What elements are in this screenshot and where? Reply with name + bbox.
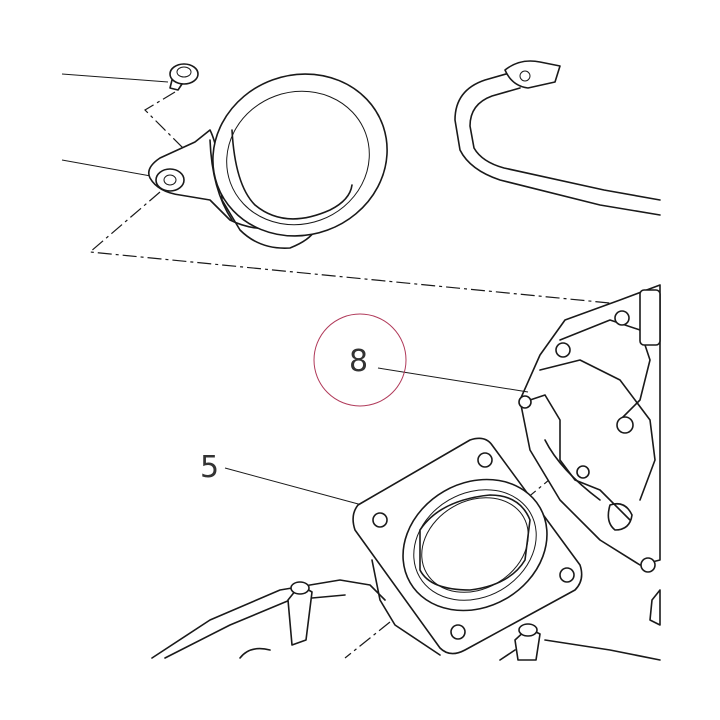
leader-line-5	[224, 467, 363, 506]
intake-flange-part	[352, 437, 583, 656]
assembly-axis-bracket	[88, 191, 631, 306]
throttle-body-part	[518, 284, 661, 573]
hose-part	[454, 60, 661, 216]
leader-line-bracket	[61, 159, 163, 179]
callout-label-8: 8	[349, 344, 368, 379]
engine-casing-part	[151, 579, 661, 661]
intake-funnel-part	[147, 73, 388, 249]
screw-part	[169, 63, 199, 91]
leader-line-8	[377, 367, 529, 393]
callout-label-5: 5	[200, 450, 219, 485]
assembly-axis-lower	[344, 621, 391, 659]
leader-line-screw	[61, 73, 169, 83]
highlight-circle-8	[313, 313, 407, 407]
